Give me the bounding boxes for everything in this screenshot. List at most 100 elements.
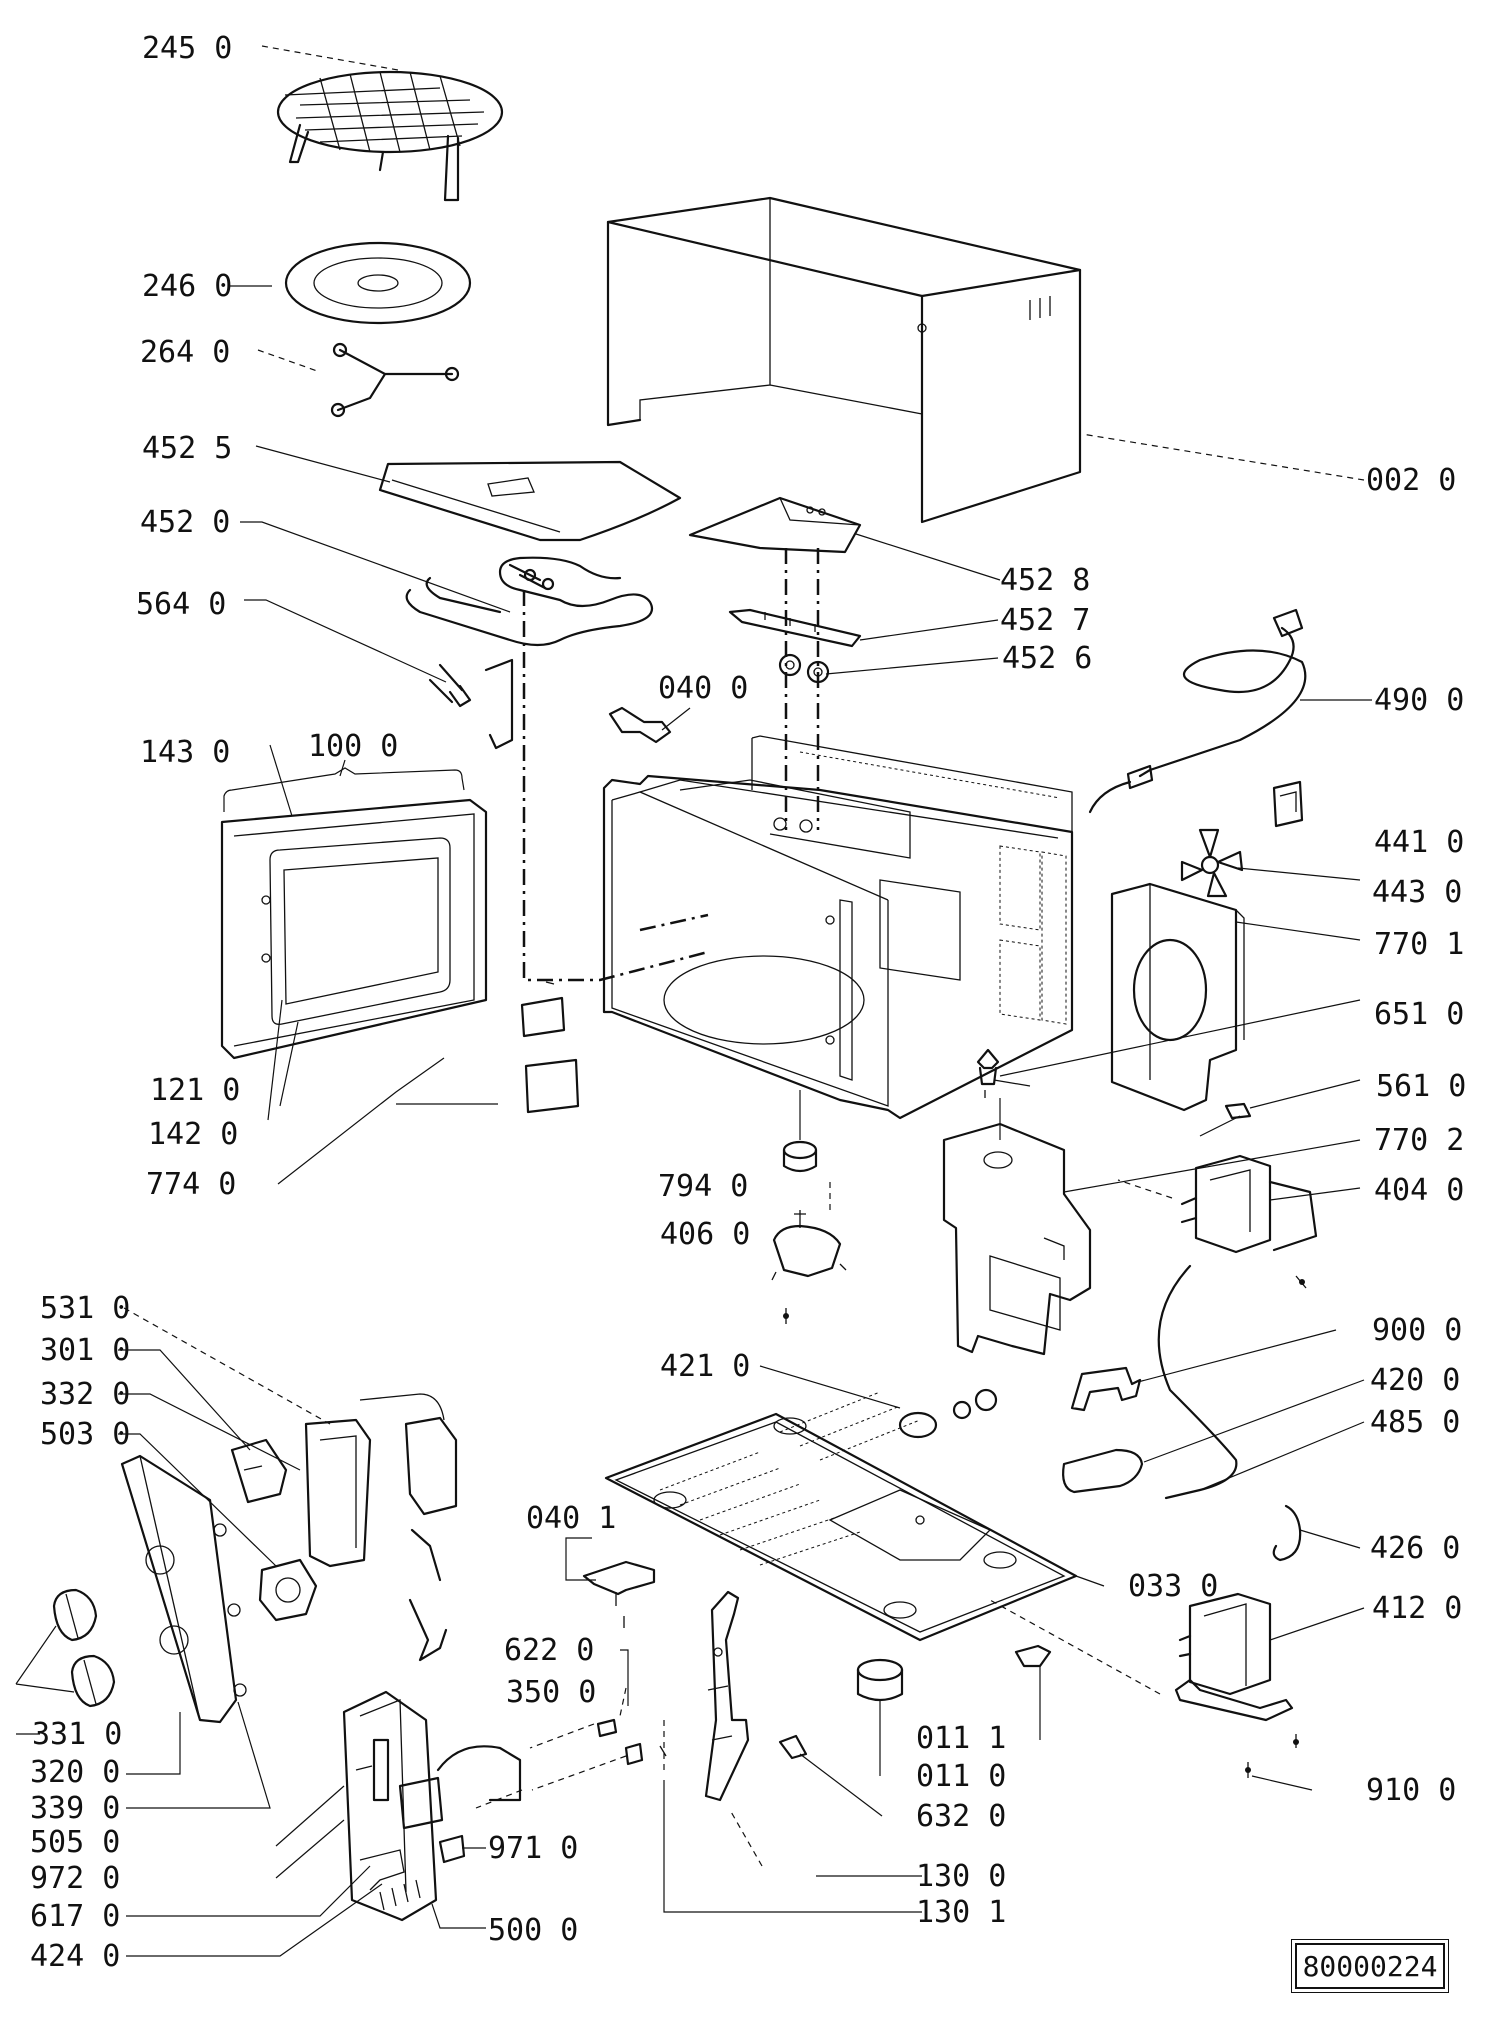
label-264-0: 264 0 — [140, 335, 230, 370]
label-404-0: 404 0 — [1374, 1173, 1464, 1208]
mica-pads — [520, 996, 580, 1114]
label-143-0: 143 0 — [140, 735, 230, 770]
base-clip — [1014, 1644, 1052, 1668]
label-412-0: 412 0 — [1372, 1591, 1462, 1626]
door-direction-arrows — [408, 1528, 448, 1662]
fuse-parts — [596, 1718, 667, 1766]
leader-lines — [15, 45, 1372, 1957]
label-794-0: 794 0 — [658, 1169, 748, 1204]
label-452-6: 452 6 — [1002, 641, 1092, 676]
label-011-1: 011 1 — [916, 1721, 1006, 1756]
screw-and-bracket — [428, 658, 514, 750]
door-brace — [223, 767, 465, 812]
power-cord — [1088, 608, 1307, 814]
label-406-0: 406 0 — [660, 1217, 750, 1252]
label-130-0: 130 0 — [916, 1859, 1006, 1894]
upper-plate — [688, 496, 862, 554]
label-900-0: 900 0 — [1372, 1313, 1462, 1348]
label-301-0: 301 0 — [40, 1333, 130, 1368]
control-panel — [120, 1454, 247, 1724]
label-420-0: 420 0 — [1370, 1363, 1460, 1398]
label-500-0: 500 0 — [488, 1913, 578, 1948]
label-651-0: 651 0 — [1374, 997, 1464, 1032]
reference-code: 80000224 — [1302, 1949, 1438, 1983]
hv-diode — [898, 1388, 998, 1439]
interlock-bracket — [704, 1590, 750, 1802]
label-972-0: 972 0 — [30, 1861, 120, 1896]
label-002-0: 002 0 — [1366, 463, 1456, 498]
turntable-bushing — [782, 1140, 818, 1173]
outer-cabinet — [606, 196, 1082, 524]
glass-turntable — [284, 241, 472, 325]
screws — [1245, 1734, 1299, 1778]
label-503-0: 503 0 — [40, 1417, 130, 1452]
grill-rack — [276, 70, 504, 202]
waveguide-cover — [942, 1122, 1092, 1356]
label-452-8: 452 8 — [1000, 563, 1090, 598]
label-130-1: 130 1 — [916, 1895, 1006, 1930]
label-033-0: 033 0 — [1128, 1569, 1218, 1604]
control-knobs — [52, 1588, 116, 1708]
roller-support — [330, 342, 460, 418]
interlock-switch — [778, 1734, 808, 1760]
label-332-0: 332 0 — [40, 1377, 130, 1412]
cable-clamp — [1070, 1366, 1142, 1412]
label-246-0: 246 0 — [142, 269, 232, 304]
label-443-0: 443 0 — [1372, 875, 1462, 910]
label-910-0: 910 0 — [1366, 1773, 1456, 1808]
label-531-0: 531 0 — [40, 1291, 130, 1326]
label-505-0: 505 0 — [30, 1825, 120, 1860]
oven-cavity — [602, 735, 1074, 1120]
oven-door — [220, 798, 488, 1060]
label-121-0: 121 0 — [150, 1073, 240, 1108]
foot — [856, 1658, 904, 1702]
label-441-0: 441 0 — [1374, 825, 1464, 860]
heater-cover — [378, 460, 682, 542]
label-426-0: 426 0 — [1370, 1531, 1460, 1566]
label-245-0: 245 0 — [142, 31, 232, 66]
assembly-axes — [522, 548, 820, 982]
relay — [438, 1834, 466, 1864]
label-452-0: 452 0 — [140, 505, 230, 540]
label-421-0: 421 0 — [660, 1349, 750, 1384]
label-485-0: 485 0 — [1370, 1405, 1460, 1440]
label-011-0: 011 0 — [916, 1759, 1006, 1794]
circuit-board — [342, 1690, 522, 1922]
part-labels: 245 0 246 0 264 0 452 5 452 0 564 0 143 … — [30, 31, 1466, 1974]
label-971-0: 971 0 — [488, 1831, 578, 1866]
label-331-0: 331 0 — [32, 1717, 122, 1752]
label-339-0: 339 0 — [30, 1791, 120, 1826]
label-564-0: 564 0 — [136, 587, 226, 622]
turntable-motor — [771, 1210, 847, 1324]
label-770-1: 770 1 — [1374, 927, 1464, 962]
label-424-0: 424 0 — [30, 1939, 120, 1974]
hv-transformer — [1174, 1592, 1294, 1722]
hv-capacitor — [1062, 1448, 1144, 1494]
reference-code-box: 80000224 — [1291, 1939, 1449, 1993]
label-770-2: 770 2 — [1374, 1123, 1464, 1158]
label-142-0: 142 0 — [148, 1117, 238, 1152]
label-452-5: 452 5 — [142, 431, 232, 466]
grill-heater — [405, 556, 653, 647]
label-040-0: 040 0 — [658, 671, 748, 706]
label-100-0: 100 0 — [308, 729, 398, 764]
base-bracket — [582, 1560, 656, 1628]
label-622-0: 622 0 — [504, 1633, 594, 1668]
heater-bracket — [728, 608, 862, 648]
spring — [1272, 1504, 1302, 1562]
magnetron — [1180, 1154, 1318, 1289]
base-plate — [604, 1391, 1078, 1642]
hv-lead — [1157, 1264, 1238, 1500]
air-duct — [1110, 882, 1245, 1112]
label-561-0: 561 0 — [1376, 1069, 1466, 1104]
label-452-7: 452 7 — [1000, 603, 1090, 638]
thermal-cutout — [976, 1048, 1000, 1098]
label-490-0: 490 0 — [1374, 683, 1464, 718]
label-774-0: 774 0 — [146, 1167, 236, 1202]
label-617-0: 617 0 — [30, 1899, 120, 1934]
thermostat — [1272, 780, 1304, 828]
clip — [608, 706, 672, 744]
label-632-0: 632 0 — [916, 1799, 1006, 1834]
